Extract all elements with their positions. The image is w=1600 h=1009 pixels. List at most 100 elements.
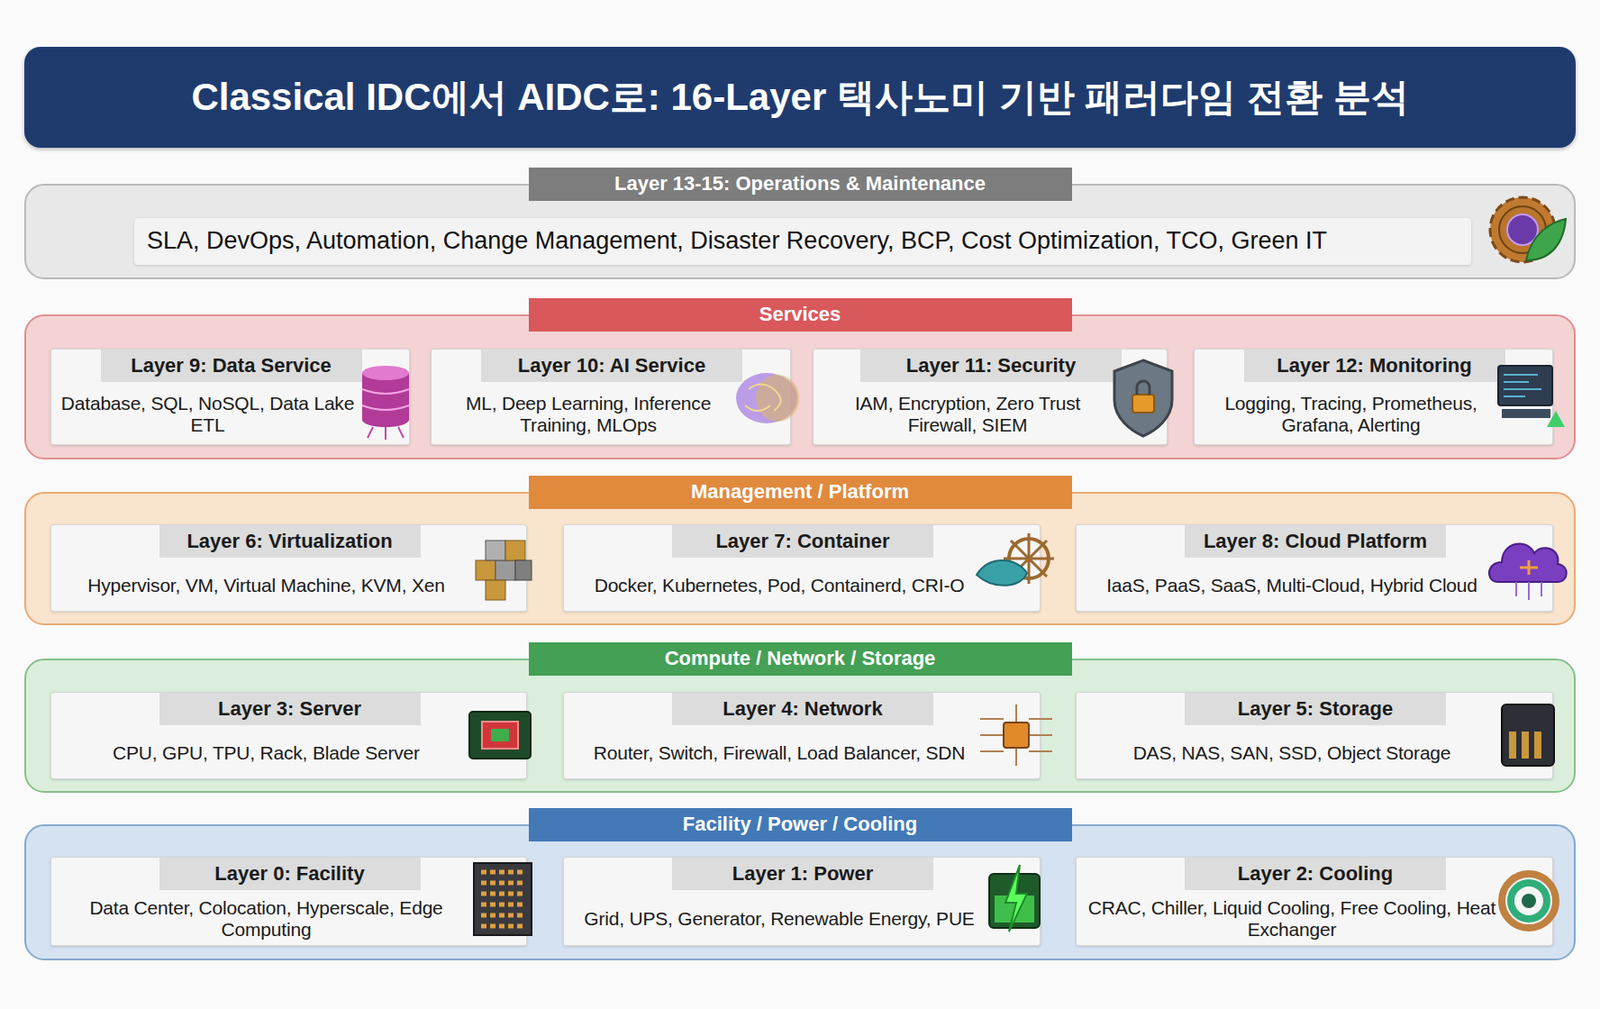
drive-slot (1521, 731, 1529, 759)
chip-core (490, 728, 510, 742)
alert-triangle (1546, 410, 1565, 428)
band-header: Compute / Network / Storage (528, 642, 1073, 676)
cloud-icon (1489, 543, 1567, 600)
db-wires (367, 427, 404, 440)
db-body (362, 372, 410, 420)
layer-box: Layer 4: NetworkRouter, Switch, Firewall… (563, 691, 1041, 780)
layer-band: SLA, DevOps, Automation, Change Manageme… (24, 183, 1576, 280)
storage-icon (1501, 704, 1555, 766)
brain-right (755, 374, 800, 422)
helm-wheel (1009, 538, 1049, 579)
layer-band: Layer 6: VirtualizationHypervisor, VM, V… (24, 491, 1576, 626)
shield-icon (1114, 360, 1173, 437)
cube (515, 560, 532, 581)
layer-heading: Layer 4: Network (672, 692, 934, 726)
layer-body-text: IAM, Encryption, Zero Trust Firewall, SI… (820, 385, 1115, 443)
layer-band: Layer 0: FacilityData Center, Colocation… (24, 824, 1576, 961)
storage-case (1501, 704, 1555, 766)
drive-slot (1534, 731, 1542, 759)
chip-body (1003, 722, 1029, 748)
leaf (1526, 218, 1566, 261)
layer-box: Layer 1: PowerGrid, UPS, Generator, Rene… (563, 856, 1041, 946)
coil-icon (1501, 873, 1556, 928)
cubes-icon (475, 540, 532, 600)
cloud (1489, 543, 1567, 582)
windows (481, 872, 525, 927)
layer-body-text: Hypervisor, VM, Virtual Machine, KVM, Xe… (58, 561, 474, 610)
coil-ring (1501, 873, 1556, 928)
layer-heading: Layer 7: Container (672, 525, 934, 558)
layer-body-text: IaaS, PaaS, SaaS, Multi-Cloud, Hybrid Cl… (1083, 561, 1500, 610)
gear-outer (1490, 197, 1555, 263)
layer-heading: Layer 5: Storage (1184, 692, 1446, 726)
cpu-chip-icon (469, 711, 531, 759)
layer-body-text: DAS, NAS, SAN, SSD, Object Storage (1083, 728, 1500, 777)
building-icon (473, 863, 532, 936)
battery-charge (994, 895, 1035, 923)
band-header: Layer 13-15: Operations & Maintenance (528, 167, 1073, 201)
layer-heading: Layer 3: Server (159, 692, 421, 726)
layer-box: Layer 6: VirtualizationHypervisor, VM, V… (50, 524, 528, 612)
battery-icon (989, 864, 1040, 932)
band-header: Management / Platform (528, 475, 1073, 510)
gear-core (1507, 214, 1538, 246)
cloud-circuit (1519, 560, 1538, 575)
layer-band: Layer 3: ServerCPU, GPU, TPU, Rack, Blad… (24, 658, 1576, 793)
whale-wheel-icon (976, 533, 1055, 586)
layer-body-text: Database, SQL, NoSQL, Data Lake ETL (58, 385, 357, 443)
brain-folds (745, 383, 782, 411)
brain-icon (736, 372, 800, 424)
layer-body-text: CPU, GPU, TPU, Rack, Blade Server (58, 728, 474, 777)
layer-heading: Layer 2: Cooling (1184, 857, 1446, 891)
helm-spokes (1003, 533, 1055, 584)
layer-box: Layer 12: MonitoringLogging, Tracing, Pr… (1193, 348, 1554, 446)
band-header: Facility / Power / Cooling (528, 808, 1073, 842)
layer-body-text: Router, Switch, Firewall, Load Balancer,… (571, 728, 988, 777)
layer-heading: Layer 6: Virtualization (159, 525, 421, 558)
layer-band: Layer 9: Data ServiceDatabase, SQL, NoSQ… (24, 314, 1576, 460)
band-body-text: SLA, DevOps, Automation, Change Manageme… (134, 218, 1472, 265)
whale (976, 560, 1028, 586)
layer-body-text: CRAC, Chiller, Liquid Cooling, Free Cool… (1083, 893, 1500, 944)
layer-body-text: Docker, Kubernetes, Pod, Containerd, CRI… (571, 561, 988, 610)
lightning (1005, 864, 1028, 932)
cube (475, 560, 496, 581)
layer-box: Layer 10: AI ServiceML, Deep Learning, I… (430, 348, 791, 446)
chip-die (481, 721, 519, 749)
layer-body-text: Logging, Tracing, Prometheus, Grafana, A… (1201, 385, 1500, 443)
monitor-icon (1498, 365, 1565, 428)
layer-strip: SLA, DevOps, Automation, Change Manageme… (134, 218, 1472, 265)
gear-leaf-icon (1490, 197, 1566, 263)
drive-slot (1509, 731, 1517, 759)
db-bottom (362, 412, 410, 428)
brain-left (736, 372, 798, 424)
db-rings (362, 389, 410, 410)
chip-traces (980, 704, 1053, 766)
coil-core (1521, 893, 1537, 909)
cube (485, 580, 506, 600)
keyboard (1501, 409, 1551, 419)
chip-board (469, 711, 531, 759)
cloud-wires (1516, 581, 1542, 600)
database-icon (362, 365, 410, 440)
layer-heading: Layer 0: Facility (159, 857, 421, 891)
layer-heading: Layer 11: Security (860, 349, 1122, 382)
layer-box: Layer 3: ServerCPU, GPU, TPU, Rack, Blad… (50, 691, 528, 780)
screen (1498, 365, 1553, 406)
layer-body-text: ML, Deep Learning, Inference Training, M… (438, 385, 738, 443)
layer-heading: Layer 9: Data Service (100, 349, 363, 382)
layer-box: Layer 7: ContainerDocker, Kubernetes, Po… (563, 524, 1041, 612)
band-header: Services (528, 298, 1073, 332)
coil-inner (1510, 882, 1547, 919)
db-top (362, 365, 410, 381)
layer-heading: Layer 1: Power (672, 857, 934, 891)
layer-box: Layer 0: FacilityData Center, Colocation… (50, 856, 528, 946)
cube (505, 540, 526, 561)
layer-body-text: Data Center, Colocation, Hyperscale, Edg… (58, 893, 474, 944)
layer-heading: Layer 10: AI Service (481, 349, 743, 382)
layer-box: Layer 11: SecurityIAM, Encryption, Zero … (812, 348, 1168, 446)
battery-case (989, 873, 1040, 928)
